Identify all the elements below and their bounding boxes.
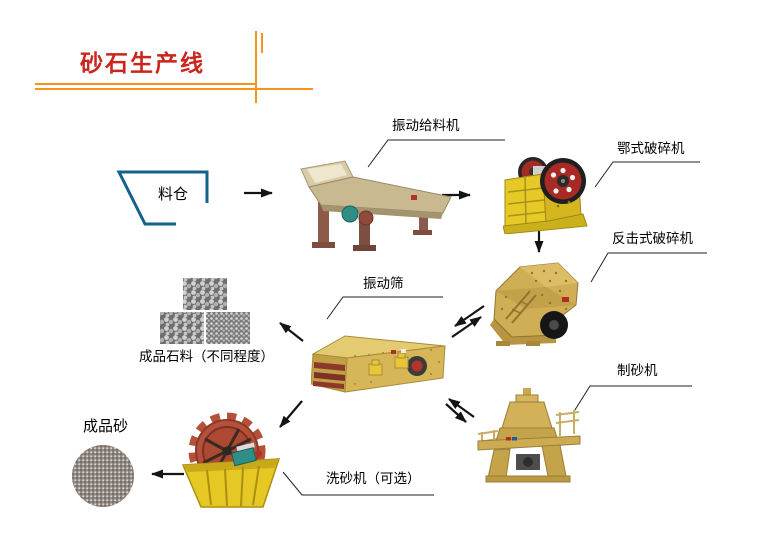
arrow-screen-to-impact [451, 316, 482, 338]
stone-pile-fine-right [206, 312, 250, 344]
finished-stone-label: 成品石料（不同程度） [139, 349, 274, 364]
vibrating-feeder-label: 振动给料机 [392, 118, 460, 133]
finished-sand-pile [72, 445, 134, 507]
sand-maker-label: 制砂机 [617, 363, 658, 378]
arrow-sandmaker-to-screen [448, 398, 475, 418]
sand-washer-label: 洗砂机（可选） [326, 471, 421, 486]
page-title: 砂石生产线 [80, 50, 205, 76]
callout-screen [326, 296, 443, 320]
sand-washer-illustration [181, 412, 281, 508]
impact-crusher-label: 反击式破碎机 [612, 231, 693, 246]
jaw-crusher-illustration [503, 157, 588, 234]
jaw-crusher-label: 鄂式破碎机 [617, 141, 685, 156]
finished-sand-label: 成品砂 [83, 418, 129, 435]
callout-impact [590, 252, 707, 283]
stone-pile-coarse-top [183, 278, 227, 310]
arrow-impact-to-screen [454, 305, 485, 327]
impact-crusher-illustration [490, 262, 579, 346]
stone-pile-coarse-left [160, 312, 204, 344]
finished-stone-piles [160, 278, 250, 344]
arrow-screen-to-sandmaker [445, 403, 467, 423]
sand-maker-illustration [477, 388, 581, 483]
vibrating-screen-label: 振动筛 [363, 276, 404, 291]
vibrating-screen-illustration [311, 335, 446, 393]
material-bin-label: 料仓 [158, 186, 189, 203]
callout-jaw [594, 161, 700, 188]
callout-sandmaker [572, 385, 692, 414]
arrow-screen-to-stones [279, 322, 304, 342]
vibrating-feeder-illustration [300, 160, 452, 251]
